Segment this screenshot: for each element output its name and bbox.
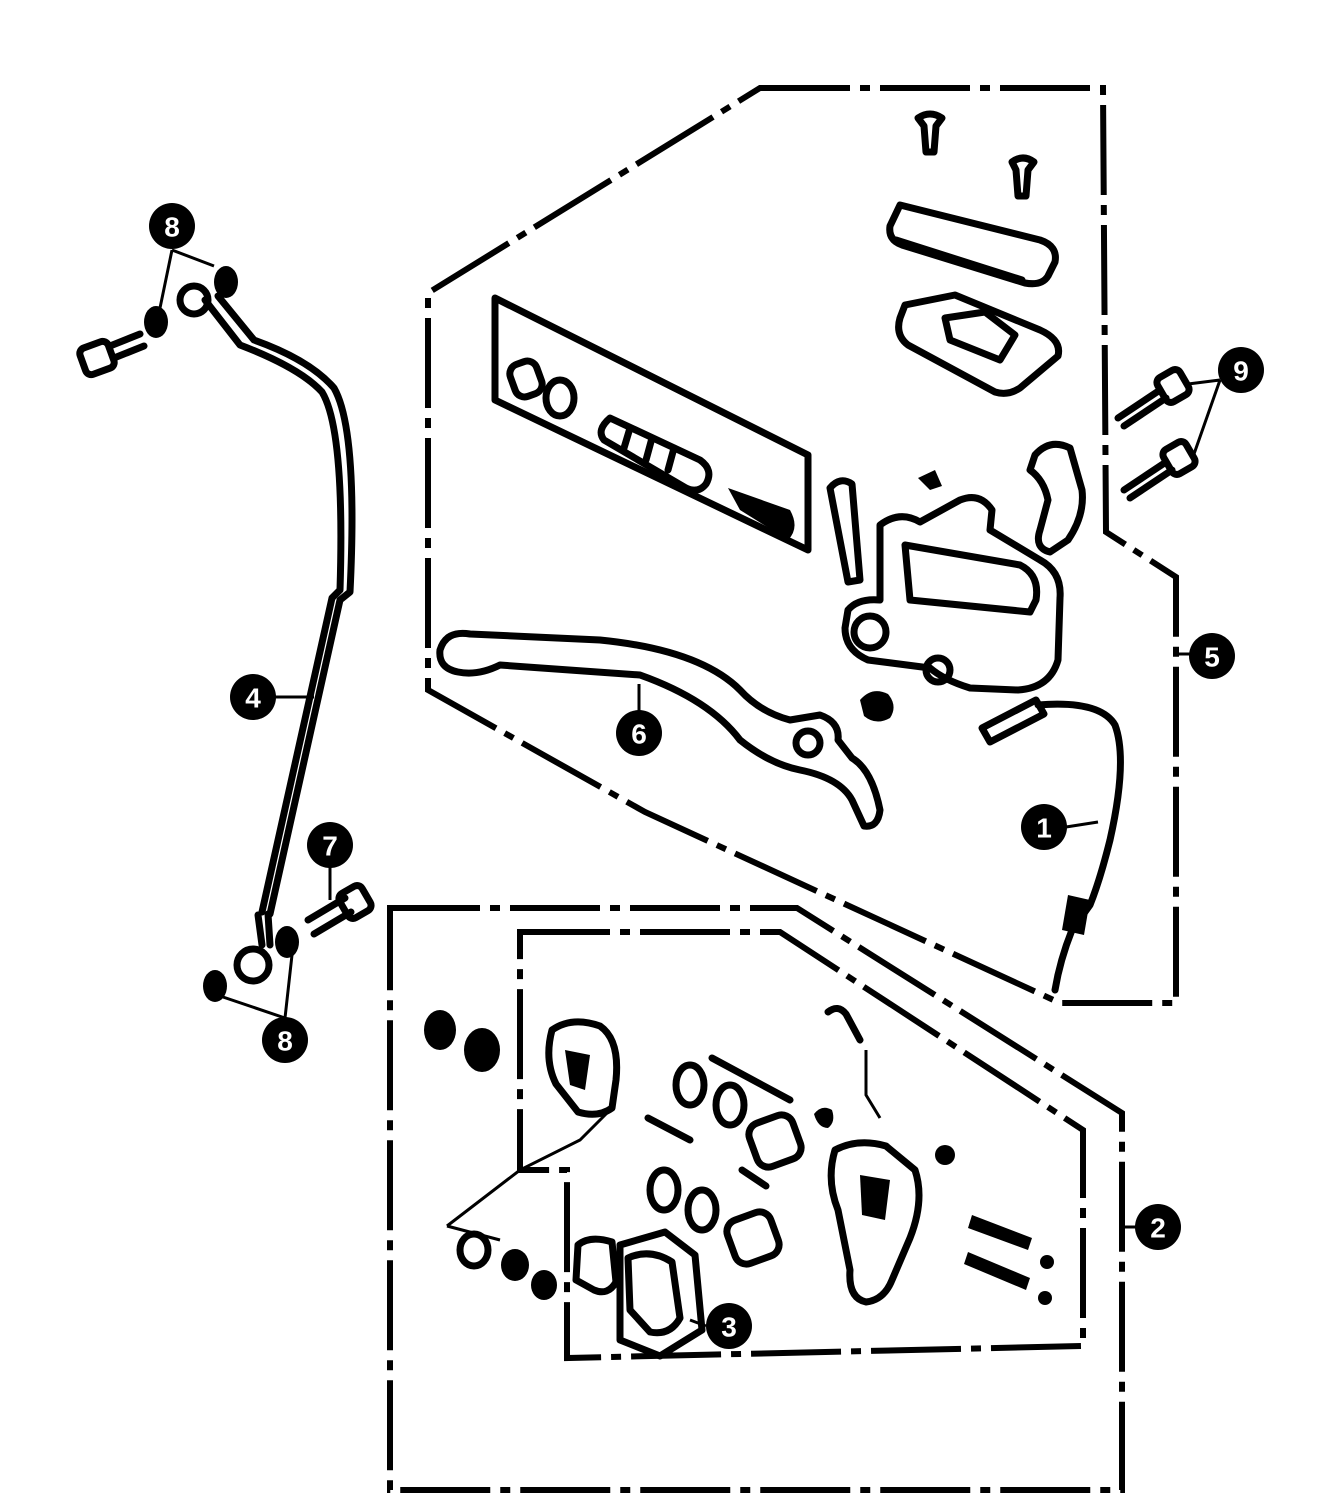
- dust-seal: [860, 691, 894, 722]
- pad-bracket: [572, 1235, 620, 1296]
- callout-4: 4: [230, 674, 276, 720]
- callout-8-lower: 8: [262, 1017, 308, 1063]
- callout-9: 9: [1218, 347, 1264, 393]
- master-cylinder-reservoir: [901, 541, 1041, 616]
- callout-7: 7: [307, 822, 353, 868]
- callout-8a-leader: [158, 248, 215, 309]
- master-cylinder-pivot-boss: [850, 612, 890, 652]
- callout-1: 1: [1021, 804, 1067, 850]
- svg-text:8: 8: [277, 1026, 293, 1057]
- brake-pads-outline: [616, 1228, 706, 1360]
- sealing-washer: [275, 926, 299, 958]
- brake-lever-pivot: [792, 727, 824, 759]
- sealing-washer: [214, 266, 238, 298]
- master-cylinder-group-boundary: [425, 85, 1179, 1006]
- callout-3-leader: [689, 1318, 707, 1328]
- master-cylinder-port: [922, 654, 954, 686]
- caliper-body-right: [827, 1139, 923, 1306]
- callout-9-leader: [1187, 378, 1222, 455]
- banjo-bolt-lower: [304, 882, 375, 938]
- caliper-pins: [644, 1054, 1054, 1305]
- callout-5: 5: [1189, 633, 1235, 679]
- brake-light-switch-wire: [1034, 700, 1124, 994]
- sealing-washer: [144, 306, 168, 338]
- caliper-pistons: [723, 1111, 805, 1268]
- reservoir-diaphragm: [895, 291, 1063, 397]
- svg-text:8: 8: [164, 212, 180, 243]
- svg-text:3: 3: [721, 1312, 737, 1343]
- hose-banjo-upper: [176, 282, 212, 318]
- callout-2: 2: [1135, 1204, 1181, 1250]
- brake-lever: [436, 629, 884, 830]
- svg-text:5: 5: [1204, 642, 1220, 673]
- callout-1-leader: [1065, 820, 1099, 829]
- reservoir-cover: [886, 201, 1059, 288]
- piston-kit-panel: [491, 294, 812, 554]
- sealing-washer: [203, 970, 227, 1002]
- small-spring: [918, 470, 942, 490]
- reservoir-diaphragm-inner: [941, 308, 1019, 364]
- callout-3: 3: [706, 1303, 752, 1349]
- banjo-bolt-upper: [76, 330, 148, 379]
- callout-8b-leader: [219, 954, 294, 1020]
- reservoir-cover-screw: [914, 110, 946, 156]
- lever-pivot-bolt: [826, 477, 864, 586]
- hose-banjo-lower: [233, 945, 273, 985]
- caliper-seal-kit: [424, 1010, 748, 1300]
- svg-text:4: 4: [245, 683, 261, 714]
- piston-boot: [728, 488, 795, 540]
- brake-switch-connector: [1062, 895, 1090, 935]
- clamp-bolt: [1120, 438, 1199, 502]
- caliper-kit-leader: [446, 1050, 882, 1242]
- brake-light-switch: [978, 696, 1048, 746]
- caliper-group-outer-boundary: [387, 905, 1125, 1493]
- bleeder-cap: [814, 1107, 834, 1128]
- reservoir-cover-edge: [892, 236, 1026, 284]
- svg-text:7: 7: [322, 831, 338, 862]
- svg-text:9: 9: [1233, 356, 1249, 387]
- svg-text:1: 1: [1036, 813, 1052, 844]
- caliper-group-inner-boundary: [517, 929, 1086, 1362]
- master-cylinder-body: [841, 494, 1064, 694]
- piston-kit-parts: [506, 357, 795, 540]
- clamp-bolt: [1114, 366, 1193, 430]
- svg-text:2: 2: [1150, 1213, 1166, 1244]
- svg-text:6: 6: [631, 719, 647, 750]
- brake-hose: [176, 282, 356, 985]
- caliper-small-plug: [935, 1145, 955, 1165]
- caliper-body-left: [545, 1018, 621, 1118]
- callout-8-upper: 8: [149, 203, 195, 249]
- callout-6: 6: [616, 710, 662, 756]
- brake-pad: [624, 1250, 684, 1337]
- handlebar-clamp: [1026, 440, 1086, 556]
- reservoir-cover-screw: [1008, 154, 1038, 200]
- caliper-bleeder: [824, 1005, 864, 1044]
